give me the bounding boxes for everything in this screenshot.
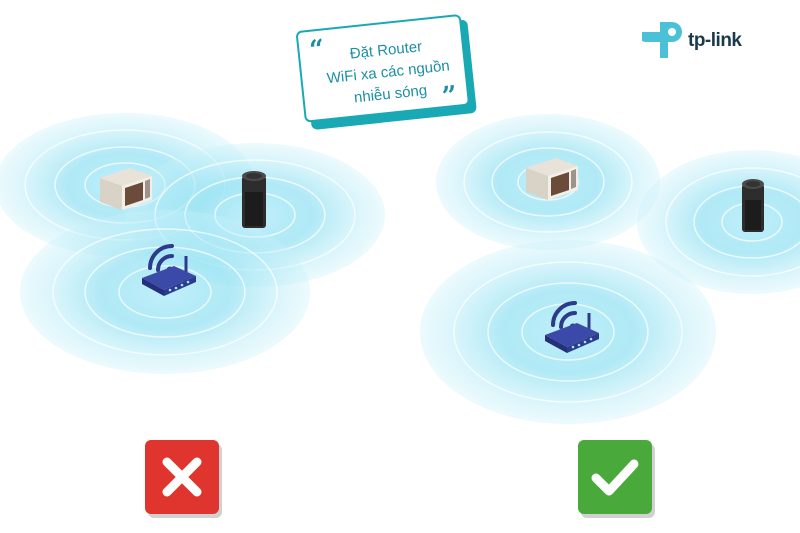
brand-logo: tp-link bbox=[640, 18, 770, 58]
microwave-icon bbox=[526, 158, 578, 200]
tp-link-logo-icon bbox=[642, 22, 682, 58]
wifi-router-icon bbox=[142, 244, 196, 296]
smart-speaker-icon bbox=[742, 179, 764, 232]
good-placement-waves bbox=[420, 114, 800, 424]
microwave-icon bbox=[100, 168, 152, 210]
correct-placement-badge bbox=[578, 440, 652, 514]
smart-speaker-icon bbox=[242, 171, 266, 228]
bad-placement-waves bbox=[0, 113, 385, 374]
wifi-router-icon bbox=[545, 301, 599, 353]
wrong-placement-badge bbox=[145, 440, 219, 514]
cross-icon bbox=[162, 457, 202, 497]
brand-name: tp-link bbox=[688, 30, 742, 51]
note-card: “ Đặt Router WiFi xa các nguồn nhiễu són… bbox=[295, 13, 471, 123]
tip-note-card: “ Đặt Router WiFi xa các nguồn nhiễu són… bbox=[295, 13, 477, 131]
close-quote-icon: ” bbox=[440, 80, 459, 113]
checkmark-icon bbox=[591, 459, 639, 496]
